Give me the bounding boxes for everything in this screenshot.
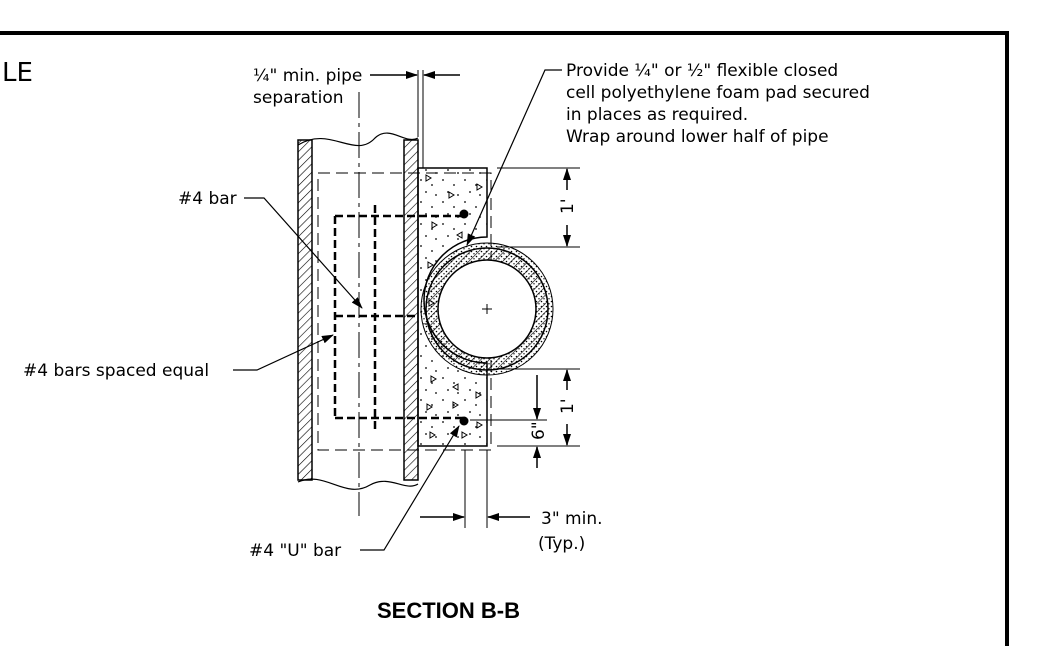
aggregate-markers <box>425 174 483 439</box>
bars-equal-label: #4 bars spaced equal <box>23 361 209 381</box>
reinforcement-bars <box>333 205 463 430</box>
pipe-sep-label-line2: separation <box>253 88 344 108</box>
bar4-label: #4 bar <box>178 189 237 209</box>
dim-lower-label: 1' <box>558 399 578 415</box>
bars-equal-leader <box>233 334 334 371</box>
pipe-sep-label-line1: ¼" min. pipe <box>253 66 362 86</box>
large-pipe-left-wall <box>297 139 313 481</box>
u-bar-leader <box>360 425 460 551</box>
foam-note-line3: in places as required. <box>566 105 748 125</box>
cropped-title-fragment: LE <box>2 58 33 88</box>
foam-note-line1: Provide ¼" or ½" flexible closed <box>566 61 838 81</box>
u-bar-dot-lower <box>459 416 469 426</box>
dim-3min-label-line2: (Typ.) <box>538 534 585 554</box>
dim-3min-label-line1: 3" min. <box>541 509 603 529</box>
foam-note-line2: cell polyethylene foam pad secured <box>566 83 870 103</box>
large-pipe-bottom-break <box>297 478 419 490</box>
sheet-border <box>0 31 1009 646</box>
u-bar-label: #4 "U" bar <box>249 541 341 561</box>
large-pipe-top-break <box>297 132 419 147</box>
large-pipe-right-wall <box>403 139 419 481</box>
section-title: SECTION B-B <box>377 598 520 623</box>
foam-note-line4: Wrap around lower half of pipe <box>566 127 829 147</box>
dim-six-label: 6" <box>529 421 549 440</box>
dim-upper-label: 1' <box>558 199 578 215</box>
foam-leader <box>466 69 562 246</box>
bar4-leader <box>244 197 363 309</box>
u-bar-dot-upper <box>459 209 469 219</box>
small-pipe-center-mark <box>482 304 492 314</box>
